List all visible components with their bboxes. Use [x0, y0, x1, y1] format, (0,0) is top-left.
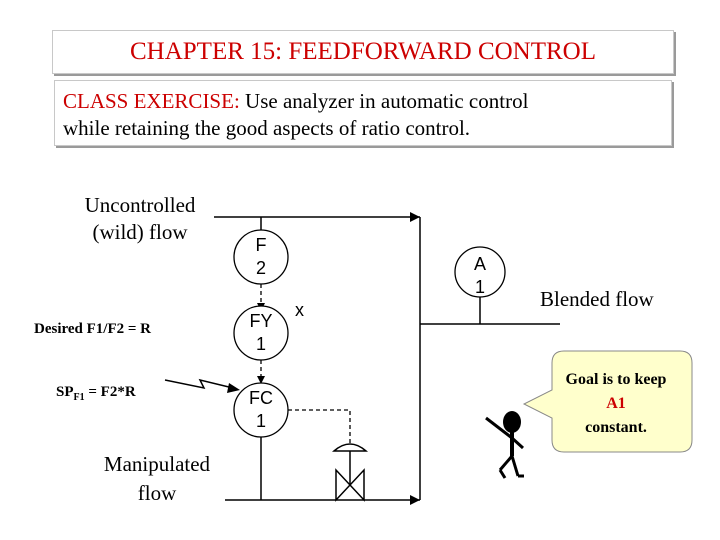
- a1-number: 1: [474, 277, 485, 297]
- stick-figure-icon: [485, 411, 525, 479]
- goal-text: Goal is to keep A1 constant.: [548, 368, 684, 440]
- setpoint-prefix: SP: [56, 384, 74, 400]
- exercise-lead: CLASS EXERCISE:: [63, 89, 240, 113]
- setpoint-subscript: F1: [73, 392, 85, 403]
- instrument-fy1[interactable]: FY 1: [241, 310, 281, 356]
- fy1-tag: FY: [249, 311, 273, 331]
- manipulated-flow-arrow-icon: [410, 495, 420, 505]
- goal-line-1: Goal is to keep: [565, 371, 667, 388]
- exercise-line-2: while retaining the good aspects of rati…: [63, 116, 471, 140]
- setpoint-signal-line: [164, 378, 234, 390]
- setpoint-label: SPF1 = F2*R: [56, 384, 136, 403]
- uncontrolled-line-1: Uncontrolled: [84, 193, 196, 217]
- instrument-f2[interactable]: F 2: [241, 234, 281, 280]
- uncontrolled-line-2: (wild) flow: [92, 220, 188, 244]
- f2-bubble: [233, 229, 289, 285]
- a1-tag: A: [473, 254, 486, 274]
- fy1-to-fc1-arrow-icon: [257, 376, 265, 384]
- f2-tag: F: [255, 235, 267, 255]
- fc1-number: 1: [255, 411, 266, 431]
- fc1-bubble: [233, 382, 289, 438]
- title-box: CHAPTER 15: FEEDFORWARD CONTROL: [52, 30, 674, 74]
- fc1-to-valve-signal: [288, 409, 351, 447]
- goal-line-2: A1: [606, 395, 626, 412]
- setpoint-arrow-icon: [227, 383, 240, 393]
- instrument-fc1[interactable]: FC 1: [241, 387, 281, 433]
- desired-ratio-label: Desired F1/F2 = R: [34, 321, 152, 337]
- instrument-a1[interactable]: A 1: [460, 253, 500, 299]
- fy1-bubble: [233, 305, 289, 361]
- manipulated-line-2: flow: [137, 481, 177, 505]
- blended-flow-label: Blended flow: [540, 287, 654, 311]
- fc1-tag: FC: [249, 388, 273, 408]
- uncontrolled-flow-label: Uncontrolled (wild) flow: [62, 192, 218, 246]
- goal-callout: [522, 350, 693, 453]
- exercise-line-1-text: Use analyzer in automatic control: [239, 89, 529, 113]
- manipulated-line-1: Manipulated: [103, 452, 211, 476]
- exercise-box: CLASS EXERCISE: Use analyzer in automati…: [54, 80, 672, 146]
- control-valve-icon[interactable]: [335, 468, 365, 502]
- valve-actuator-icon: [332, 443, 368, 452]
- exercise-line-1: CLASS EXERCISE: Use analyzer in automati…: [63, 88, 663, 115]
- f2-number: 2: [255, 258, 266, 278]
- fy1-number: 1: [255, 334, 266, 354]
- setpoint-suffix: = F2*R: [84, 384, 136, 400]
- page-title: CHAPTER 15: FEEDFORWARD CONTROL: [129, 38, 596, 65]
- goal-line-3: constant.: [585, 419, 647, 436]
- wild-flow-arrow-icon: [410, 212, 420, 222]
- a1-bubble: [454, 246, 506, 298]
- x-mark: x: [295, 300, 304, 320]
- manipulated-flow-label: Manipulated flow: [82, 450, 232, 508]
